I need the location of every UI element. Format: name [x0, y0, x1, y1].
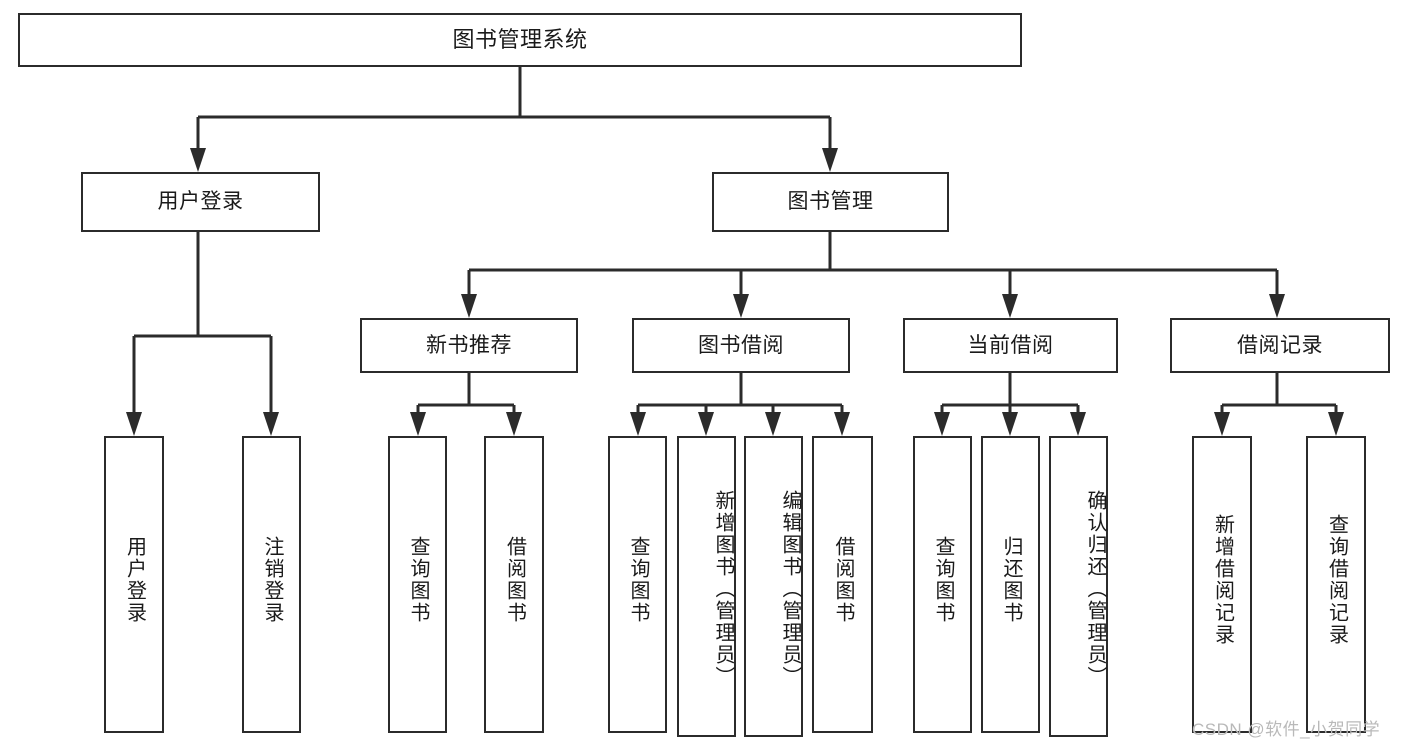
node-leaf-query-book-3[interactable]: 查询图书: [913, 436, 972, 733]
node-leaf-borrow-book-1[interactable]: 借阅图书: [484, 436, 544, 733]
arrow-leaf-add-book-admin: [698, 412, 714, 436]
node-leaf-query-book-1[interactable]: 查询图书: [388, 436, 447, 733]
node-root[interactable]: 图书管理系统: [18, 13, 1022, 67]
arrow-leaf-confirm-return-admin: [1070, 412, 1086, 436]
arrow-book-borrow: [733, 294, 749, 318]
node-leaf-query-borrow-record[interactable]: 查询借阅记录: [1306, 436, 1366, 733]
arrow-leaf-query-book-2: [630, 412, 646, 436]
node-leaf-confirm-return-admin[interactable]: 确认归还（管理员）: [1049, 436, 1108, 737]
arrow-user-login: [190, 148, 206, 172]
node-leaf-borrow-book-2[interactable]: 借阅图书: [812, 436, 873, 733]
node-leaf-edit-book-admin[interactable]: 编辑图书（管理员）: [744, 436, 803, 737]
arrow-leaf-query-book-1: [410, 412, 426, 436]
node-leaf-add-borrow-record[interactable]: 新增借阅记录: [1192, 436, 1252, 733]
node-book-manage[interactable]: 图书管理: [712, 172, 949, 232]
arrow-leaf-user-login: [126, 412, 142, 436]
arrow-new-book-recommend: [461, 294, 477, 318]
arrow-leaf-logout: [263, 412, 279, 436]
arrow-leaf-query-book-3: [934, 412, 950, 436]
arrow-current-borrow: [1002, 294, 1018, 318]
node-borrow-record[interactable]: 借阅记录: [1170, 318, 1390, 373]
arrow-leaf-borrow-book-2: [834, 412, 850, 436]
node-book-borrow[interactable]: 图书借阅: [632, 318, 850, 373]
arrow-leaf-return-book: [1002, 412, 1018, 436]
node-leaf-add-book-admin[interactable]: 新增图书（管理员）: [677, 436, 736, 737]
node-user-login[interactable]: 用户登录: [81, 172, 320, 232]
node-leaf-logout[interactable]: 注销登录: [242, 436, 301, 733]
watermark: CSDN @软件_小贺同学: [1192, 720, 1381, 739]
arrow-leaf-borrow-book-1: [506, 412, 522, 436]
arrow-borrow-record: [1269, 294, 1285, 318]
arrow-leaf-add-borrow-record: [1214, 412, 1230, 436]
node-new-book-recommend[interactable]: 新书推荐: [360, 318, 578, 373]
node-leaf-user-login[interactable]: 用户登录: [104, 436, 164, 733]
arrow-book-manage: [822, 148, 838, 172]
arrow-leaf-query-borrow-record: [1328, 412, 1344, 436]
node-leaf-return-book[interactable]: 归还图书: [981, 436, 1040, 733]
node-current-borrow[interactable]: 当前借阅: [903, 318, 1118, 373]
arrow-leaf-edit-book-admin: [765, 412, 781, 436]
node-leaf-query-book-2[interactable]: 查询图书: [608, 436, 667, 733]
